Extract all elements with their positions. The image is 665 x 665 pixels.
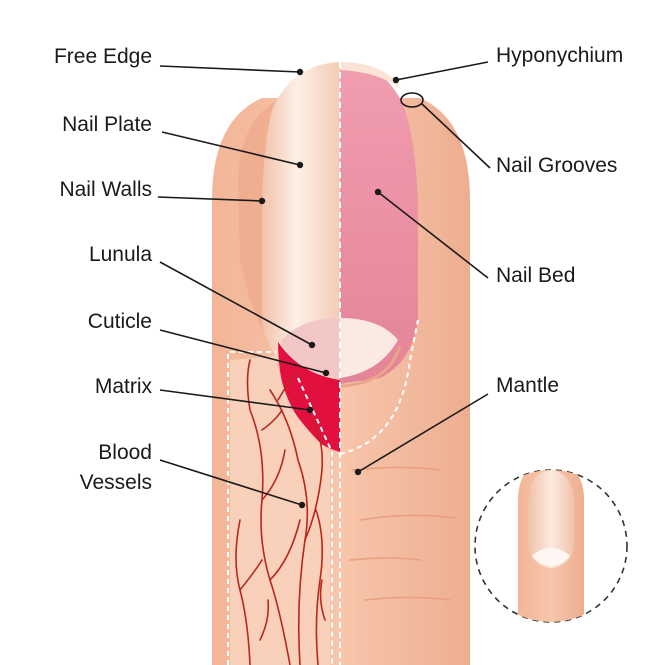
label-blood-vessels-line1: Blood: [98, 441, 152, 464]
leader-nail-plate: [161, 131, 301, 166]
label-cuticle: Cuticle: [87, 310, 152, 333]
leader-lines: [157, 61, 491, 506]
detail-finger: [518, 470, 584, 622]
nail-wall-shade: [238, 100, 300, 330]
vessel-section: [230, 356, 330, 665]
cross-section-outline: [227, 351, 333, 665]
label-mantle: Mantle: [496, 374, 560, 397]
leader-matrix: [159, 389, 311, 411]
label-lunula: Lunula: [88, 243, 152, 266]
blood-vessels: [235, 359, 326, 665]
nail-groove-marker: [400, 92, 424, 108]
nail-bed-shape: [340, 62, 418, 384]
label-nail-walls: Nail Walls: [59, 178, 152, 201]
leader-cuticle: [159, 329, 327, 374]
leader-mantle: [357, 393, 489, 473]
leader-blood-vessels: [159, 459, 303, 506]
leader-nail-grooves: [421, 103, 491, 169]
leader-nail-bed: [377, 191, 489, 279]
cuticle-line: [339, 345, 402, 388]
label-nail-grooves: Nail Grooves: [496, 154, 618, 177]
nail-plate-shape: [262, 62, 340, 384]
label-free-edge: Free Edge: [53, 45, 152, 68]
free-edge-shape: [340, 62, 402, 90]
label-nail-plate: Nail Plate: [62, 113, 152, 136]
leader-nail-walls: [157, 196, 263, 202]
label-nail-bed: Nail Bed: [496, 264, 576, 287]
lunula-shape-right: [340, 318, 398, 378]
label-blood-vessels: Blood Vessels: [26, 438, 152, 498]
matrix-shape: [278, 342, 340, 452]
leader-hyponychium: [395, 61, 489, 81]
label-blood-vessels-line2: Vessels: [79, 471, 152, 494]
label-hyponychium: Hyponychium: [496, 44, 624, 67]
label-matrix: Matrix: [94, 375, 152, 398]
leader-free-edge: [159, 65, 301, 73]
leader-lunula: [159, 261, 313, 346]
lunula-shape: [280, 318, 340, 378]
leader-dots: [258, 68, 400, 509]
mantle-dashed-outline: [339, 319, 419, 455]
